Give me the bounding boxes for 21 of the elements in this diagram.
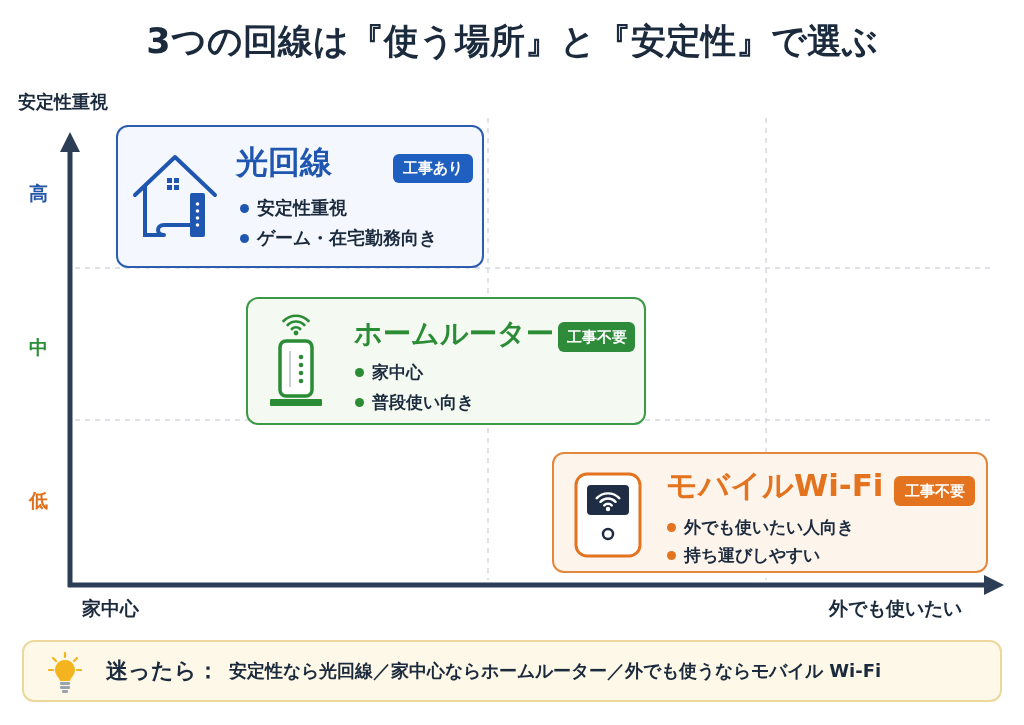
card-title: モバイルWi-Fi	[666, 466, 884, 505]
tip-text: 安定性なら光回線／家中心ならホームルーター／外でも使うならモバイル Wi-Fi	[229, 659, 882, 683]
axis-title: 安定性重視	[18, 90, 108, 114]
bullet-text: 持ち運びしやすい	[684, 544, 820, 567]
bullet-text: 安定性重視	[257, 196, 347, 220]
chart-title: 3つの回線は『使う場所』と『安定性』で選ぶ	[145, 20, 879, 63]
axis-end-label: 外でも使いたい	[829, 596, 962, 621]
construction-tag: 工事不要	[558, 322, 635, 352]
bullet-text: 普段使い向き	[372, 391, 474, 414]
card-title: 光回線	[236, 142, 332, 183]
construction-tag: 工事不要	[894, 476, 975, 506]
axis-tick-label: 低	[29, 488, 48, 513]
bullet-text: 外でも使いたい人向き	[684, 516, 854, 539]
axis-end-label: 家中心	[82, 596, 139, 621]
bullet-text: 家中心	[372, 361, 423, 384]
axis-tick-label: 中	[29, 335, 48, 360]
tip-lead: 迷ったら：	[106, 657, 219, 685]
bullet-text: ゲーム・在宅勤務向き	[257, 226, 437, 250]
construction-tag: 工事あり	[393, 154, 473, 183]
axis-tick-label: 高	[29, 181, 48, 206]
card-title: ホームルーター	[354, 316, 554, 352]
